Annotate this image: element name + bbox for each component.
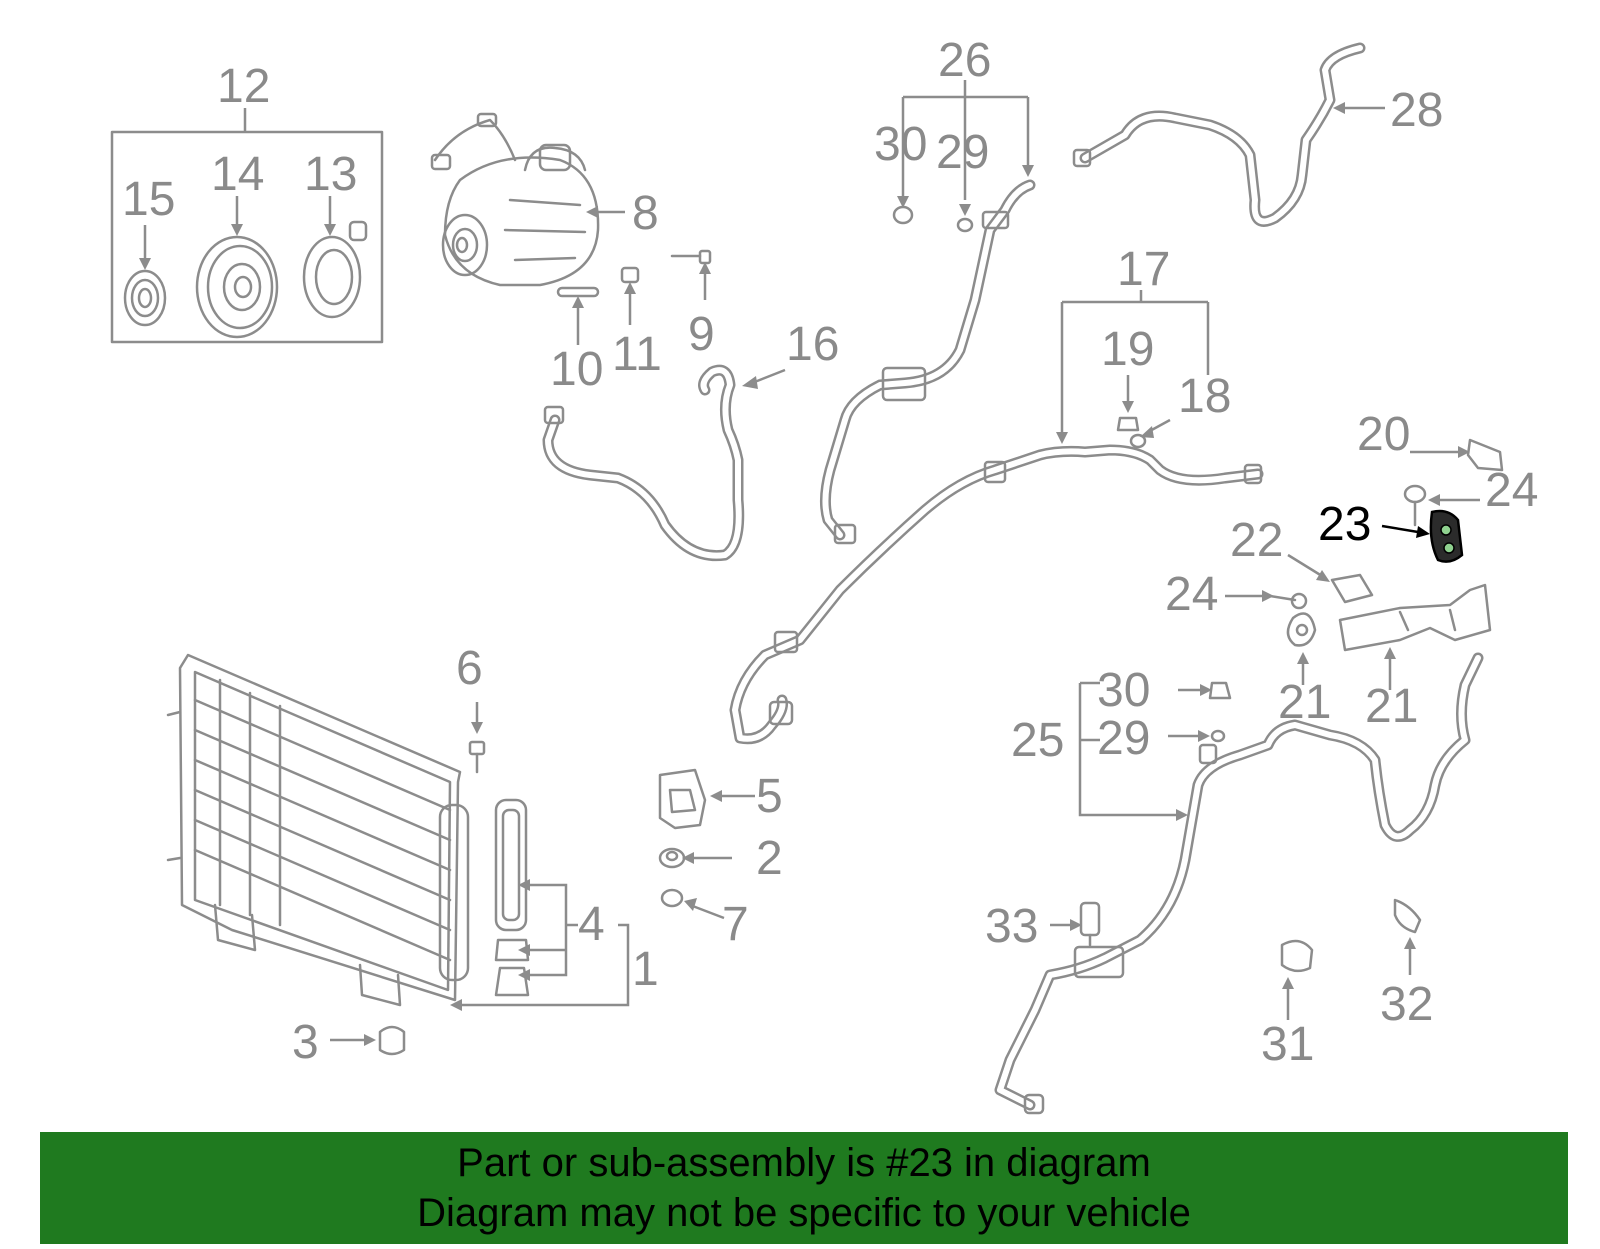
- label-12: 12: [217, 60, 270, 113]
- part-21-bracket: [1338, 583, 1492, 652]
- part-31-clamp: [1280, 939, 1314, 973]
- part-7-cushion: [660, 888, 684, 908]
- label-24-upper: 24: [1485, 464, 1538, 517]
- label-22: 21: [1278, 676, 1331, 729]
- label-27: 26: [938, 34, 991, 87]
- part-6-bolt: [468, 740, 486, 774]
- label-19: 19: [1101, 323, 1154, 376]
- part-3-cushion: [378, 1025, 406, 1056]
- label-13: 13: [304, 148, 357, 201]
- label-26: 25: [1011, 714, 1064, 767]
- part-27-pipe: [819, 179, 1036, 545]
- part-18-oring: [1129, 433, 1147, 449]
- part-2-cushion: [658, 847, 686, 869]
- label-16: 16: [786, 318, 839, 371]
- label-8: 8: [632, 187, 659, 240]
- label-14: 14: [211, 148, 264, 201]
- part-11-nut: [620, 266, 640, 284]
- part-10-pin: [556, 286, 600, 298]
- part-16-hose: [542, 364, 745, 562]
- label-30-lower: 30: [1097, 664, 1150, 717]
- label-24-lower: 24: [1165, 568, 1218, 621]
- label-2: 2: [756, 832, 783, 885]
- label-29-upper: 29: [936, 126, 989, 179]
- label-29-lower: 29: [1097, 712, 1150, 765]
- part-30-clip-lower: [1208, 681, 1232, 700]
- label-7: 7: [722, 898, 749, 951]
- label-20: 20: [1357, 408, 1410, 461]
- part-19-clip: [1116, 416, 1140, 432]
- part-22-clamp: [1286, 612, 1317, 647]
- banner-line-1: Part or sub-assembly is #23 in diagram: [457, 1141, 1151, 1185]
- part-26-hose: [994, 652, 1484, 1115]
- label-10: 10: [550, 343, 603, 396]
- label-3: 3: [292, 1016, 319, 1069]
- part-30-clip-upper: [892, 205, 914, 225]
- label-17: 17: [1117, 243, 1170, 296]
- label-6: 6: [456, 642, 483, 695]
- part-5-bracket: [658, 768, 707, 830]
- part-29-oring-upper: [956, 217, 974, 233]
- part-24-bolt-upper: [1403, 484, 1427, 527]
- label-33: 33: [985, 900, 1038, 953]
- label-32: 32: [1380, 978, 1433, 1031]
- label-1: 1: [632, 943, 659, 996]
- part-17-hose: [729, 444, 1264, 745]
- part-9-bolt: [670, 249, 712, 265]
- part-13-coil: [302, 220, 368, 319]
- label-30-upper: 30: [874, 118, 927, 171]
- label-5: 5: [756, 770, 783, 823]
- part-25-clamp: [1330, 573, 1374, 604]
- label-11: 11: [612, 328, 662, 381]
- part-29-oring-lower: [1210, 729, 1226, 743]
- part-23-bracket: [1429, 509, 1464, 563]
- label-15: 15: [122, 173, 175, 226]
- part-8-compressor: [430, 112, 600, 287]
- part-32-clip: [1393, 898, 1422, 934]
- label-4: 4: [578, 898, 605, 951]
- label-18: 18: [1178, 370, 1231, 423]
- clutch-assembly-box: [110, 130, 384, 344]
- label-21: 21: [1365, 680, 1418, 733]
- part-15-shim: [123, 269, 167, 327]
- info-banner: Part or sub-assembly is #23 in diagram D…: [40, 1132, 1568, 1244]
- label-28: 28: [1390, 84, 1443, 137]
- part-14-pulley: [195, 235, 279, 339]
- part-33-switch: [1079, 901, 1101, 947]
- part-4-receiver-kit: [494, 798, 530, 997]
- part-1-condenser: [166, 653, 470, 1007]
- part-24-bolt-lower: [1268, 592, 1308, 610]
- label-25: 22: [1230, 514, 1283, 567]
- label-23: 23: [1318, 498, 1371, 551]
- banner-line-2: Diagram may not be specific to your vehi…: [417, 1191, 1191, 1235]
- part-28-pipe: [1072, 42, 1366, 227]
- label-9: 9: [688, 308, 715, 361]
- label-31: 31: [1261, 1018, 1314, 1071]
